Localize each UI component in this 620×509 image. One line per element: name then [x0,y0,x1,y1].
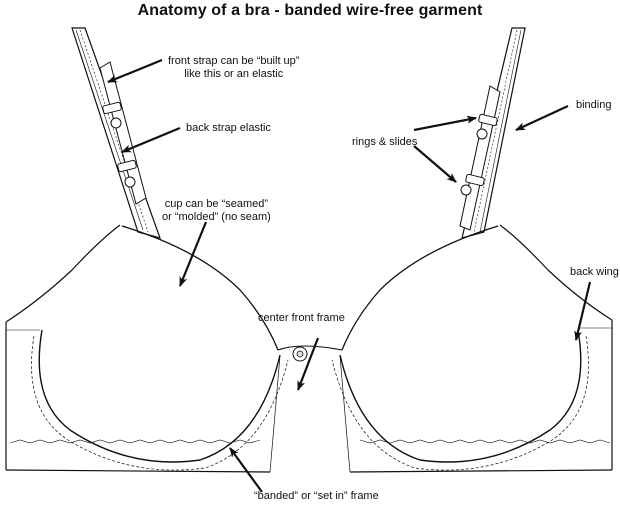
center-bow-rosette [293,347,307,361]
arrow-binding [515,106,568,130]
arrow-rings-lower [414,146,457,182]
right-rings-slides [461,114,498,195]
label-front-strap-line1: front strap can be “built up” [168,55,300,67]
label-back-wing: back wing [570,266,619,278]
arrow-back-wing [574,282,590,341]
label-cup-line1: cup can be “seamed” [164,198,269,210]
left-rings-slides [102,102,136,187]
left-strap [72,28,160,238]
label-binding: binding [576,99,612,111]
right-strap [460,28,525,238]
diagram-title: Anatomy of a bra - banded wire-free garm… [137,2,483,19]
label-back-strap-elastic: back strap elastic [186,122,271,134]
label-rings-slides: rings & slides [352,136,418,148]
arrow-center-front-frame [298,338,318,391]
arrow-front-strap [107,60,162,82]
band-outline [6,225,612,472]
cups [10,226,610,472]
label-center-front-frame: center front frame [258,312,345,324]
label-cup: cup can be “seamed” or “molded” (no seam… [162,198,271,224]
arrow-banded-frame [230,447,262,492]
arrow-back-strap-elastic [121,128,180,152]
label-front-strap: front strap can be “built up” like this … [168,55,299,81]
label-cup-line2: or “molded” (no seam) [162,211,271,223]
arrow-cup [180,222,206,287]
arrow-rings-upper [414,115,477,130]
annotation-arrows [107,60,590,492]
label-banded-frame: “banded” or “set in” frame [254,490,379,502]
label-front-strap-line2: like this or an elastic [184,68,284,80]
